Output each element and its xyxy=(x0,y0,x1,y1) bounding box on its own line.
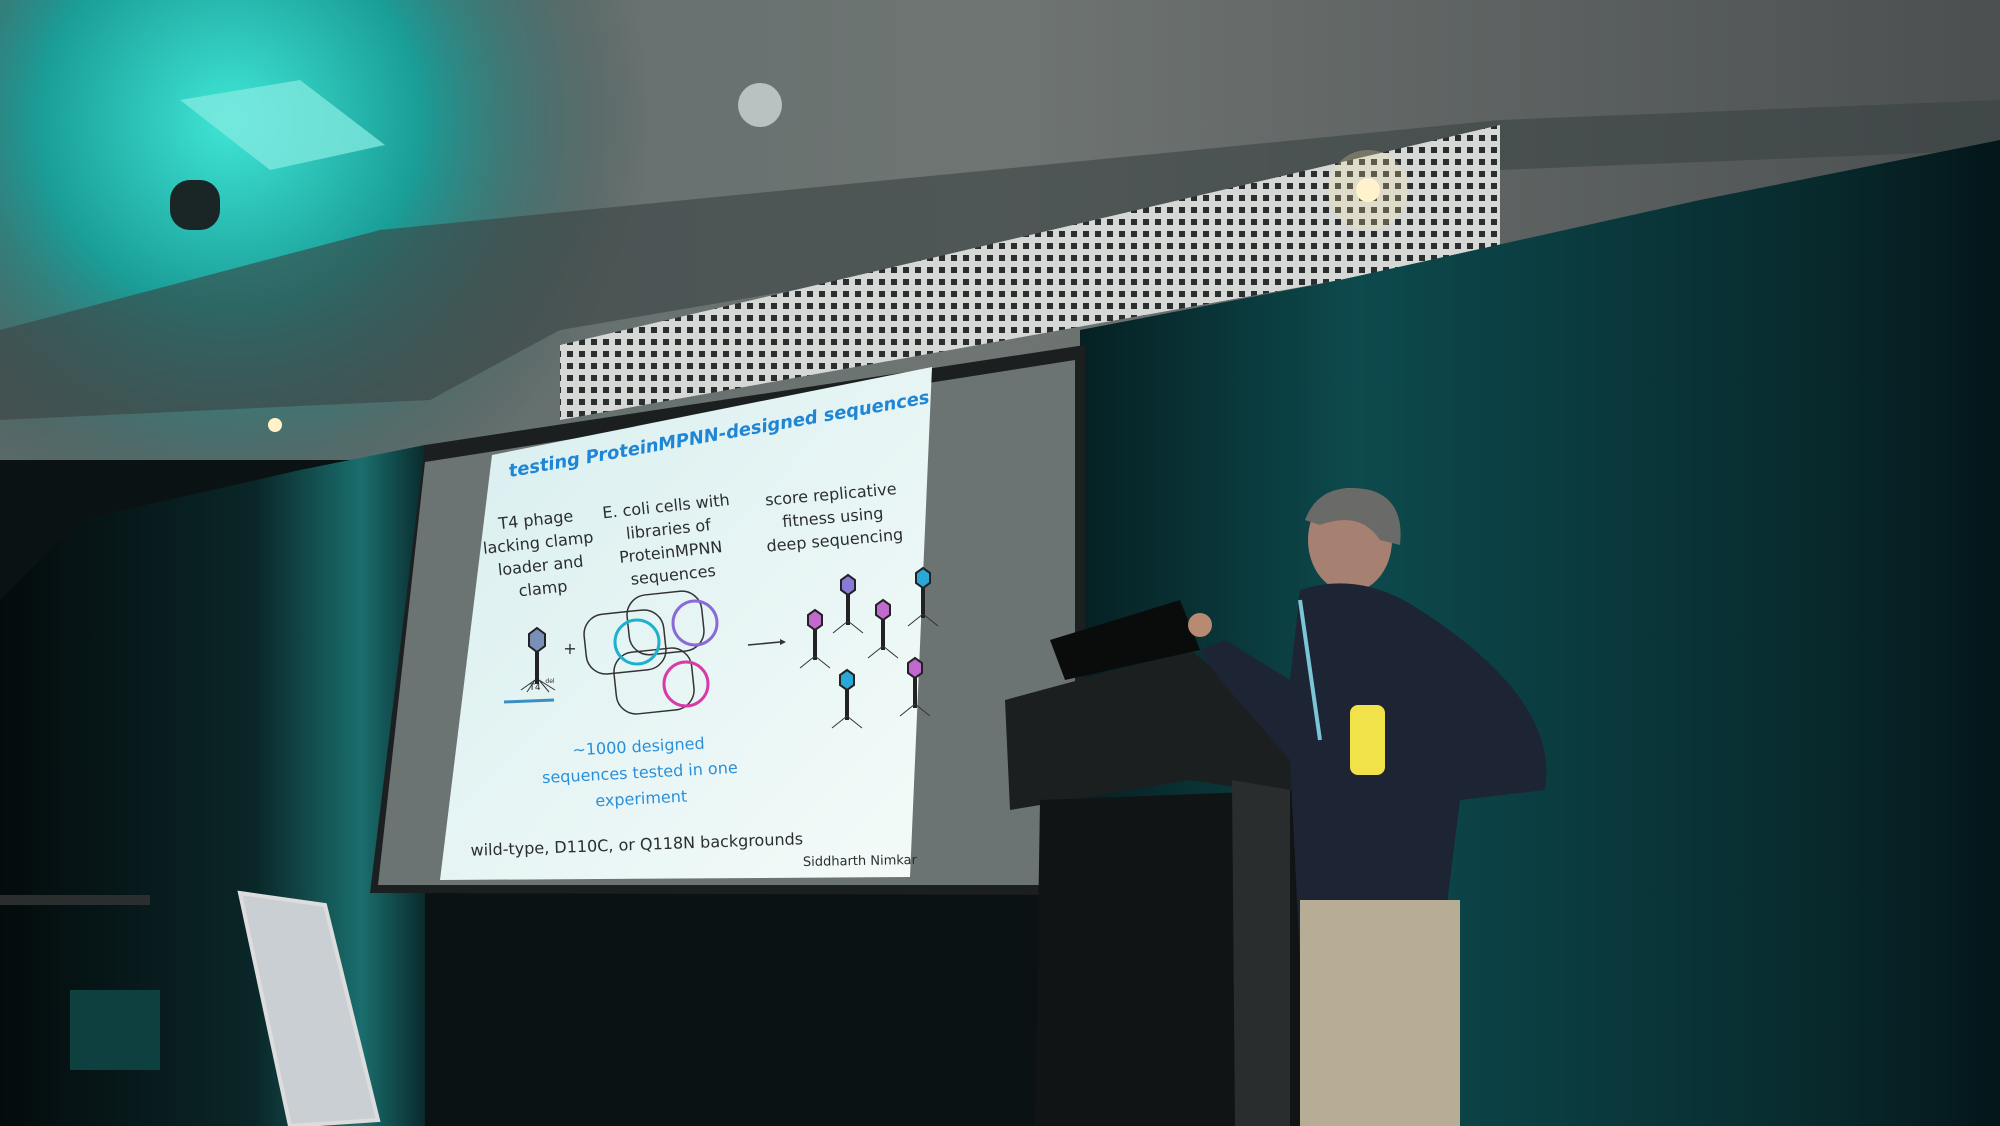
t4-phage-icon xyxy=(520,626,556,693)
lanyard xyxy=(1298,599,1322,741)
confidence-monitor xyxy=(237,890,381,1126)
laptop xyxy=(1050,600,1200,680)
water-bottle xyxy=(1350,705,1385,775)
presenter xyxy=(1188,488,1547,1126)
genome-bar xyxy=(503,698,555,704)
ceiling-vent xyxy=(180,80,385,170)
left-curtain xyxy=(0,445,425,1126)
side-table xyxy=(0,895,150,905)
t4-label: T4 xyxy=(528,683,540,693)
col1-line: clamp xyxy=(518,576,569,600)
plus-sign: + xyxy=(563,639,576,658)
smoke-detector xyxy=(738,83,782,127)
spotlight-icon xyxy=(1356,178,1380,202)
t4-label-sup: del xyxy=(545,678,555,685)
phage-swarm-icon xyxy=(799,566,939,729)
highlight-line: experiment xyxy=(595,787,688,811)
stage-camera xyxy=(170,180,220,230)
chair xyxy=(70,990,160,1070)
spotlight-icon xyxy=(268,418,282,432)
arrow-icon xyxy=(747,641,781,646)
slide-credit: Siddharth Nimkar xyxy=(803,853,918,870)
lattice-wall xyxy=(560,125,1500,420)
ecoli-cells-icon xyxy=(583,590,719,715)
podium xyxy=(1005,600,1380,1126)
slide xyxy=(440,367,932,880)
